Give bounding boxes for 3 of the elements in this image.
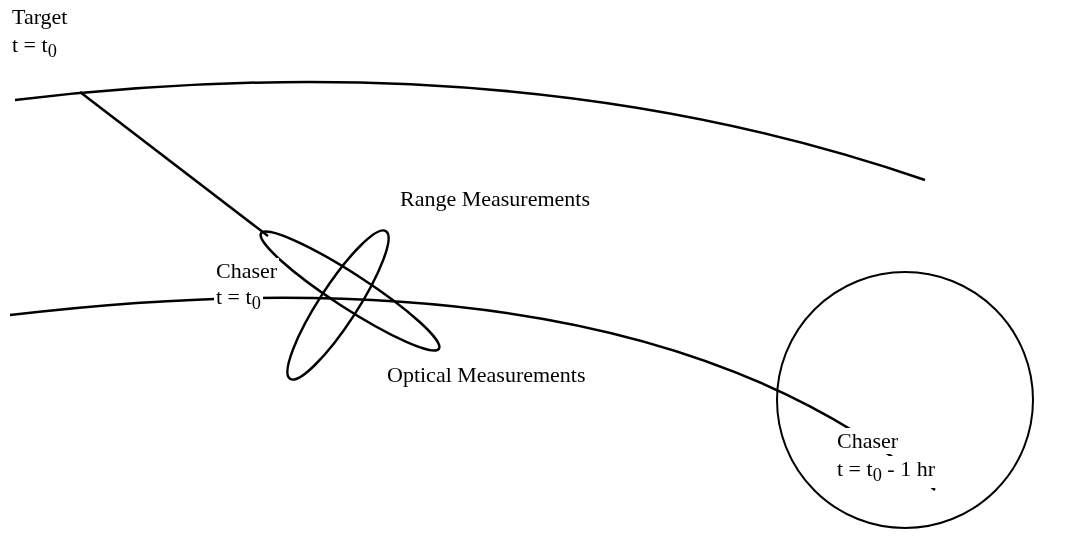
- uncertainty-circle: [775, 270, 1035, 530]
- chaser-label: Chaser: [835, 428, 901, 454]
- time-label: t = t$_{0}$ - 1 hr: [835, 456, 937, 489]
